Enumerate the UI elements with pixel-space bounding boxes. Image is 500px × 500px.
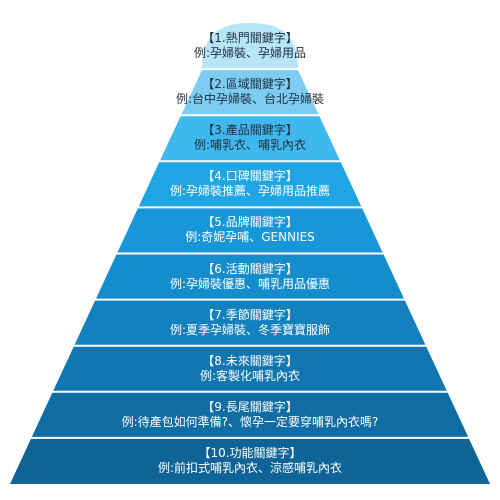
layer-example: 例:台中孕婦裝、台北孕婦裝	[175, 92, 325, 107]
pyramid-layer-9	[31, 392, 469, 437]
layer-example: 例:奇妮孕哺、GENNIES	[185, 230, 315, 245]
layer-title: 【9.長尾關鍵字】	[202, 399, 298, 414]
layer-example: 例:客製化哺乳內衣	[199, 368, 301, 383]
pyramid-layer-label-10: 【10.功能關鍵字】例:前扣式哺乳內衣、涼感哺乳內衣	[0, 446, 500, 476]
pyramid-layer-6	[95, 254, 405, 299]
pyramid-layer-label-5: 【5.品牌關鍵字】例:奇妮孕哺、GENNIES	[0, 215, 500, 245]
layer-example: 例:待產包如何準備?、懷孕一定要穿哺乳內衣嗎?	[121, 414, 379, 429]
layer-title: 【10.功能關鍵字】	[198, 446, 302, 461]
layer-title: 【7.季節關鍵字】	[202, 307, 298, 322]
pyramid-layer-10	[10, 438, 490, 484]
layer-example: 例:孕婦裝、孕婦用品	[193, 45, 307, 60]
pyramid-layer-5	[117, 208, 383, 253]
pyramid-layer-label-4: 【4.口碑關鍵字】例:孕婦裝推薦、孕婦用品推薦	[0, 169, 500, 199]
pyramid-layer-1	[202, 23, 298, 69]
layer-title: 【3.產品關鍵字】	[202, 123, 298, 138]
layer-example: 例:孕婦裝推薦、孕婦用品推薦	[169, 184, 331, 199]
pyramid-layer-7	[74, 300, 426, 345]
pyramid-layer-4	[138, 162, 362, 207]
layer-title: 【8.未來關鍵字】	[202, 353, 298, 368]
layer-title: 【4.口碑關鍵字】	[202, 169, 298, 184]
layer-title: 【5.品牌關鍵字】	[202, 215, 298, 230]
layer-example: 例:孕婦裝優惠、哺乳用品優惠	[169, 276, 331, 291]
layer-example: 例:哺乳衣、哺乳內衣	[193, 138, 307, 153]
pyramid-layer-2	[181, 70, 319, 115]
layer-example: 例:夏季孕婦裝、冬季寶寶服飾	[169, 322, 331, 337]
layer-title: 【1.熱門關鍵字】	[202, 30, 298, 45]
pyramid-layer-label-9: 【9.長尾關鍵字】例:待產包如何準備?、懷孕一定要穿哺乳內衣嗎?	[0, 400, 500, 430]
layer-title: 【6.活動關鍵字】	[202, 261, 298, 276]
layer-title: 【2.區域關鍵字】	[202, 77, 298, 92]
pyramid-layer-label-7: 【7.季節關鍵字】例:夏季孕婦裝、冬季寶寶服飾	[0, 308, 500, 338]
pyramid-layer-label-8: 【8.未來關鍵字】例:客製化哺乳內衣	[0, 354, 500, 384]
pyramid-layer-3	[160, 116, 340, 161]
pyramid-layer-label-3: 【3.產品關鍵字】例:哺乳衣、哺乳內衣	[0, 123, 500, 153]
pyramid-layer-label-6: 【6.活動關鍵字】例:孕婦裝優惠、哺乳用品優惠	[0, 262, 500, 292]
pyramid-layer-label-2: 【2.區域關鍵字】例:台中孕婦裝、台北孕婦裝	[0, 77, 500, 107]
pyramid-layer-label-1: 【1.熱門關鍵字】例:孕婦裝、孕婦用品	[0, 31, 500, 61]
layer-example: 例:前扣式哺乳內衣、涼感哺乳內衣	[157, 461, 343, 476]
pyramid-layer-8	[53, 346, 447, 391]
